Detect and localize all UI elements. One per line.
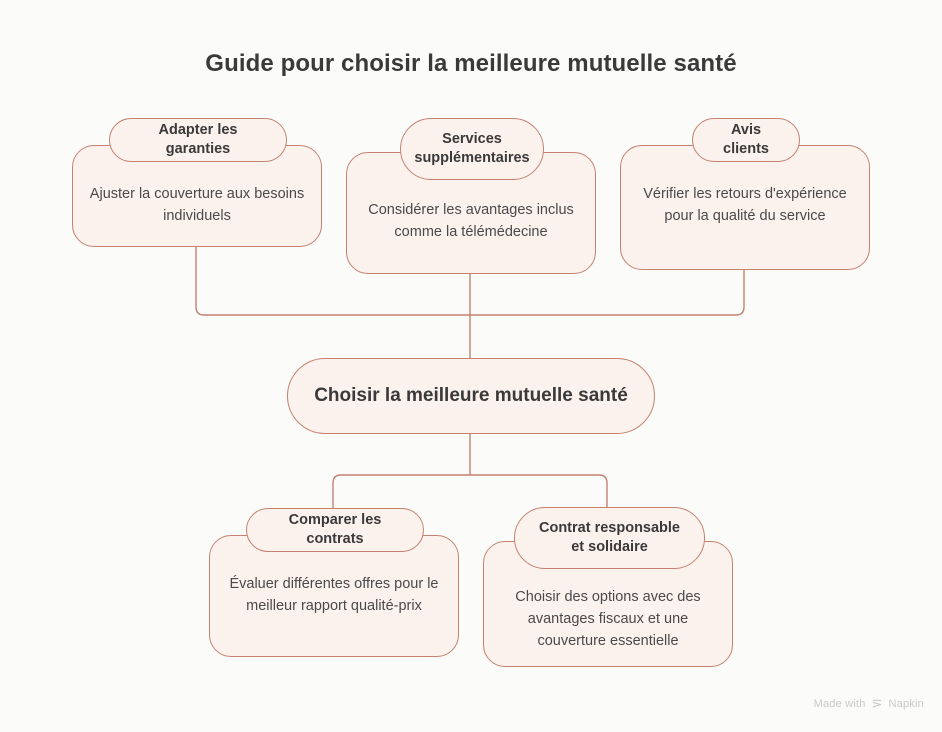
watermark: Made with ⋝ Napkin [814, 697, 924, 710]
node-body-avis: Vérifier les retours d'expérience pour l… [643, 186, 847, 224]
node-body-contrat: Choisir des options avec des avantages f… [515, 589, 701, 649]
watermark-text: Made with [813, 697, 866, 710]
node-header-contrat: Contrat responsable et solidaire [514, 507, 705, 569]
node-center-label: Choisir la meilleure mutuelle santé [314, 385, 628, 406]
node-contrat-responsable-solidaire[interactable]: Contrat responsable et solidaire Choisir… [483, 507, 733, 667]
node-header-adapter: Adapter les garanties [109, 118, 287, 162]
node-avis-clients[interactable]: Avis clients Vérifier les retours d'expé… [620, 118, 870, 270]
node-header-comparer: Comparer les contrats [246, 508, 424, 552]
page-title: Guide pour choisir la meilleure mutuelle… [205, 50, 737, 77]
napkin-logo-icon: ⋝ [871, 695, 883, 711]
connector-avis-to-center [470, 270, 745, 316]
node-body-services: Considérer les avantages inclus comme la… [368, 202, 574, 240]
node-header-avis: Avis clients [692, 118, 800, 162]
node-center-choisir-mutuelle[interactable]: Choisir la meilleure mutuelle santé [287, 358, 655, 434]
node-body-adapter: Ajuster la couverture aux besoins indivi… [89, 186, 305, 224]
node-services-supplementaires[interactable]: Services supplémentaires Considérer les … [346, 118, 596, 274]
node-adapter-les-garanties[interactable]: Adapter les garanties Ajuster la couvert… [72, 118, 322, 247]
node-comparer-les-contrats[interactable]: Comparer les contrats Évaluer différente… [209, 508, 459, 657]
node-header-services: Services supplémentaires [400, 118, 544, 180]
watermark-brand: Napkin [888, 697, 924, 710]
node-body-comparer: Évaluer différentes offres pour le meill… [229, 576, 439, 614]
